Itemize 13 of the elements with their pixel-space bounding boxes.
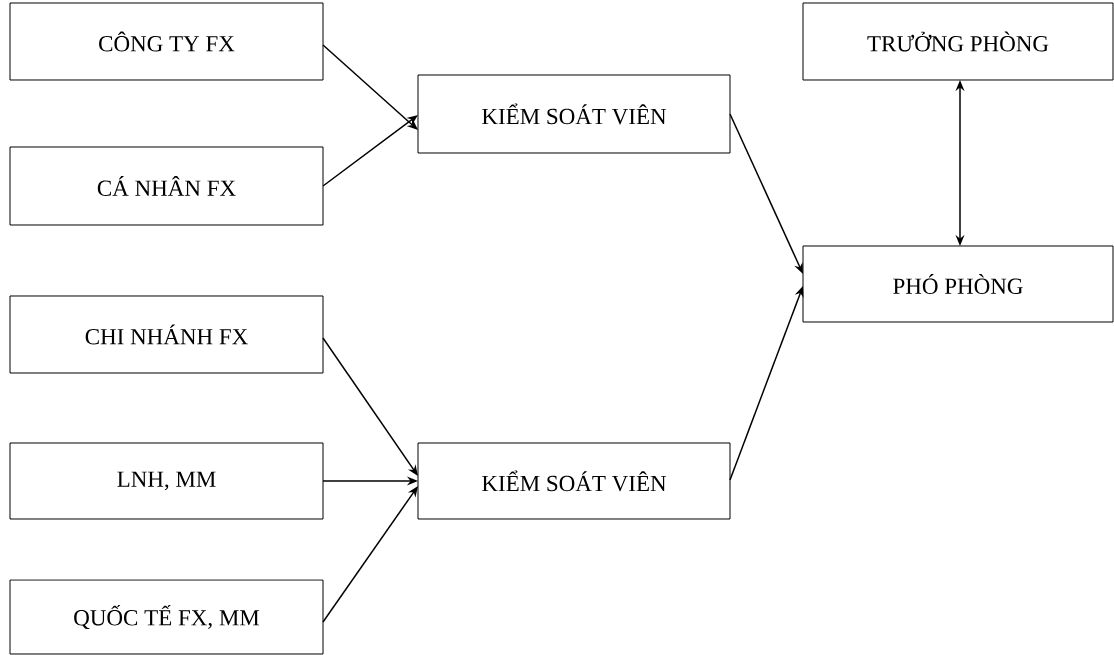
- process-box: TRƯỞNG PHÒNG: [802, 2, 1114, 81]
- process-box: KIỂM SOÁT VIÊN: [417, 442, 731, 520]
- arrow: [322, 486, 418, 623]
- process-box: CÔNG TY FX: [9, 2, 324, 81]
- arrow: [322, 337, 418, 476]
- process-box: PHÓ PHÒNG: [802, 245, 1114, 323]
- process-box: KIỂM SOÁT VIÊN: [417, 74, 731, 154]
- process-box: QUỐC TẾ FX, MM: [9, 579, 324, 655]
- arrow: [322, 115, 418, 187]
- process-box: CHI NHÁNH FX: [9, 295, 324, 374]
- process-box: LNH, MM: [9, 442, 324, 520]
- arrow: [322, 44, 418, 130]
- process-box: CÁ NHÂN FX: [9, 146, 324, 226]
